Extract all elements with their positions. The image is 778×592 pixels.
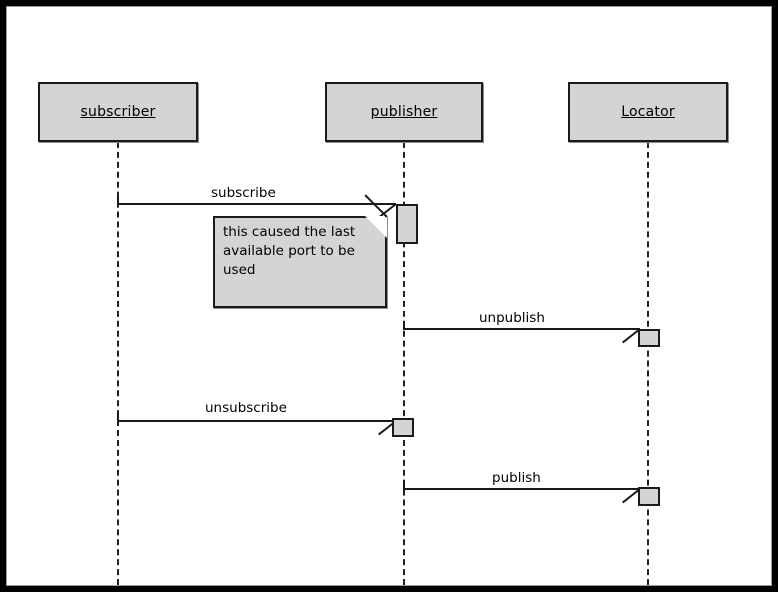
activation-bar-locator-unpublish (638, 329, 660, 347)
lifeline-locator (647, 142, 649, 585)
message-line-unpublish (403, 328, 640, 330)
message-label-unsubscribe: unsubscribe (205, 400, 287, 416)
message-source-stub-publish (403, 481, 405, 489)
message-source-stub-subscribe (117, 196, 119, 204)
lifeline-subscriber (117, 142, 119, 585)
message-line-unsubscribe (117, 420, 396, 422)
activation-bar-locator-publish (638, 487, 660, 506)
participant-label-locator: Locator (621, 104, 675, 120)
activation-bar-publisher-subscribe (396, 204, 418, 244)
lifeline-publisher (403, 142, 405, 585)
note-text-last-available-port: this caused the last available port to b… (223, 224, 356, 278)
message-label-publish: publish (492, 470, 541, 486)
participant-subscriber[interactable]: subscriber (38, 82, 198, 142)
message-source-stub-unsubscribe (117, 413, 119, 421)
note-box-last-available-port[interactable]: this caused the last available port to b… (213, 194, 388, 308)
activation-bar-publisher-unsubscribe (392, 418, 414, 437)
participant-locator[interactable]: Locator (568, 82, 728, 142)
note-fold-corner-icon (365, 216, 387, 238)
message-line-subscribe (117, 203, 396, 205)
note-fold-edge-line (364, 194, 388, 218)
message-label-subscribe: subscribe (211, 185, 276, 201)
participant-label-subscriber: subscriber (80, 104, 156, 120)
message-label-unpublish: unpublish (479, 310, 545, 326)
participant-publisher[interactable]: publisher (325, 82, 483, 142)
message-line-publish (403, 488, 640, 490)
participant-label-publisher: publisher (370, 104, 438, 120)
message-source-stub-unpublish (403, 321, 405, 329)
